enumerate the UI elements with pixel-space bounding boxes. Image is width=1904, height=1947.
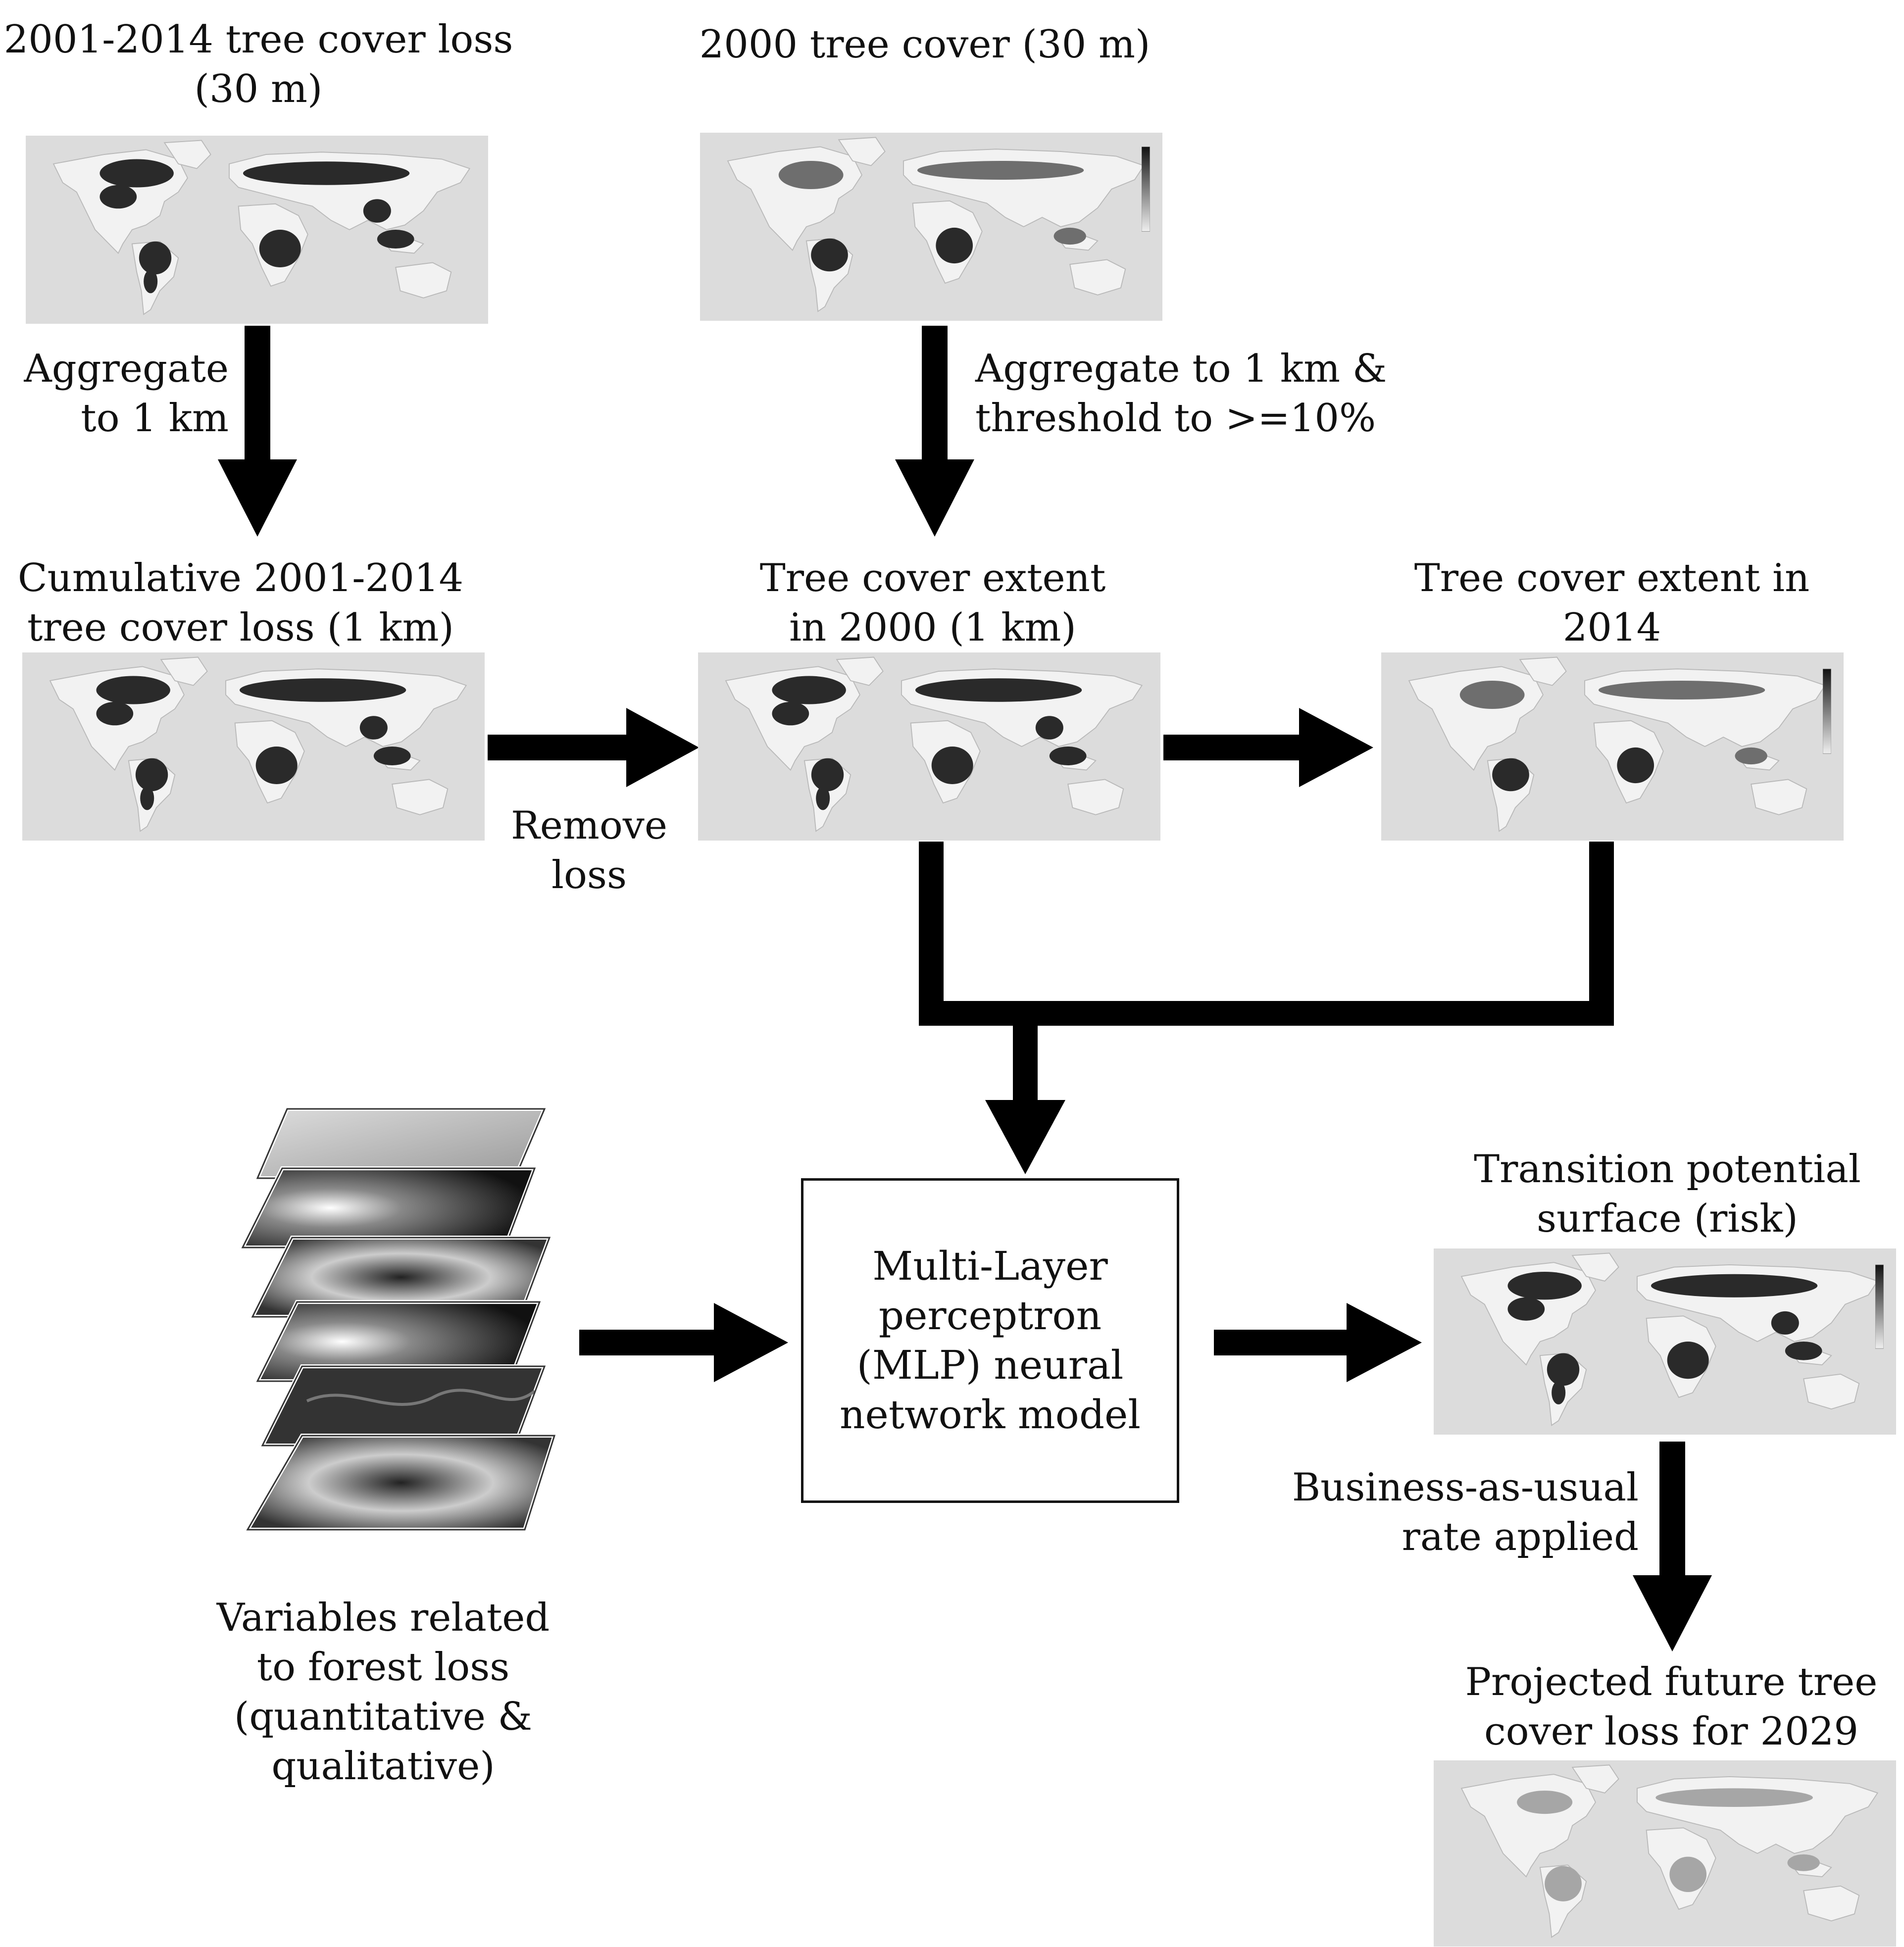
legend-bar-icon xyxy=(1875,1264,1884,1349)
map-cover-30m xyxy=(700,133,1162,321)
map-transition-potential xyxy=(1434,1248,1896,1435)
arrow-icon xyxy=(218,326,297,537)
label-aggregate-threshold: Aggregate to 1 km & threshold to >=10% xyxy=(975,347,1387,441)
arrow-icon xyxy=(1633,1442,1712,1651)
label-transition-potential: Transition potential surface (risk) xyxy=(1474,1147,1861,1241)
legend-bar-icon xyxy=(1822,668,1831,754)
merge-connector xyxy=(919,842,1614,1174)
arrow-icon xyxy=(895,326,974,537)
mlp-model-label: Multi-Layer perceptron (MLP) neural netw… xyxy=(840,1243,1141,1438)
label-loss-30m: 2001-2014 tree cover loss (30 m) xyxy=(3,17,513,111)
arrow-icon xyxy=(1163,708,1373,787)
label-extent-2000: Tree cover extent in 2000 (1 km) xyxy=(759,556,1106,650)
label-projected-loss: Projected future tree cover loss for 202… xyxy=(1465,1660,1878,1754)
label-variables: Variables related to forest loss (quanti… xyxy=(216,1596,550,1789)
map-extent-2014 xyxy=(1381,652,1844,841)
map-cumulative-loss xyxy=(22,652,485,841)
layer-stack-icon xyxy=(239,1107,557,1532)
label-bau-rate: Business-as-usual rate applied xyxy=(1292,1465,1639,1559)
map-loss-30m xyxy=(26,136,488,324)
arrow-icon xyxy=(1214,1303,1422,1382)
label-cumulative-loss: Cumulative 2001-2014 tree cover loss (1 … xyxy=(17,556,464,650)
map-projected-loss xyxy=(1434,1760,1896,1947)
arrow-icon xyxy=(488,708,699,787)
mlp-model-box: Multi-Layer perceptron (MLP) neural netw… xyxy=(801,1178,1179,1503)
arrow-icon xyxy=(579,1303,788,1382)
label-remove-loss: Remove loss xyxy=(510,803,668,898)
label-cover-30m: 2000 tree cover (30 m) xyxy=(699,22,1151,67)
label-extent-2014: Tree cover extent in 2014 xyxy=(1414,556,1810,650)
map-extent-2000 xyxy=(698,652,1160,841)
label-aggregate-1km: Aggregate to 1 km xyxy=(24,347,229,441)
legend-bar-icon xyxy=(1141,146,1150,232)
